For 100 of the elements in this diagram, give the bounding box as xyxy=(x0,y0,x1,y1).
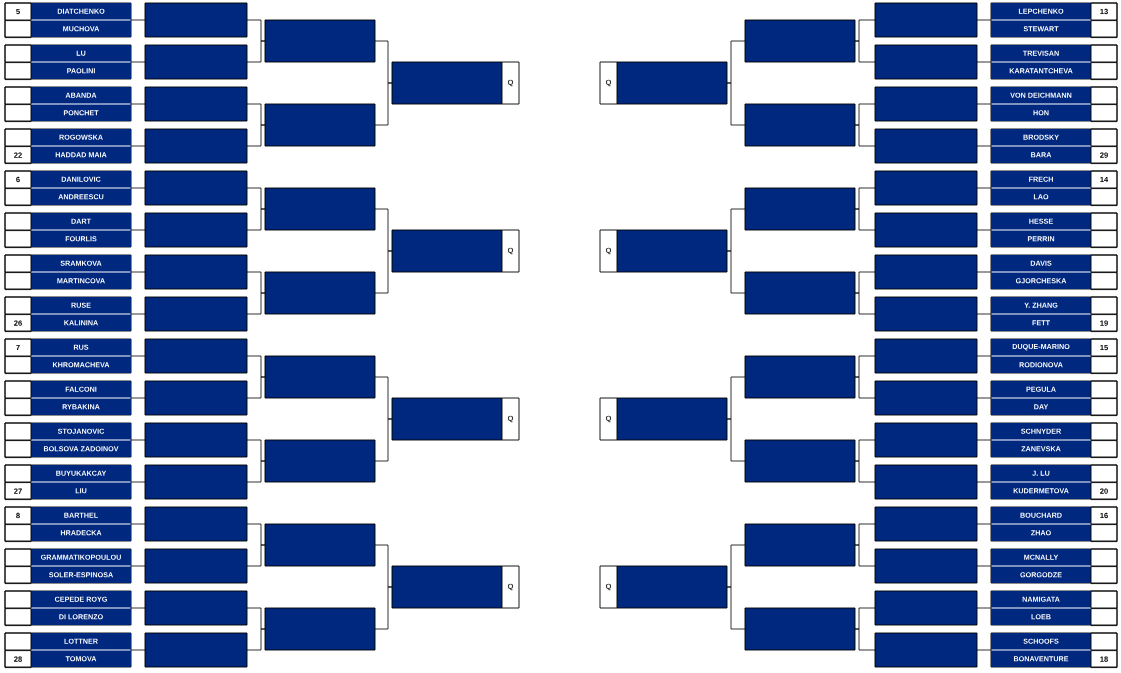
result-box xyxy=(744,271,856,315)
bracket-line xyxy=(246,460,266,483)
match-box xyxy=(4,338,132,374)
bracket-line xyxy=(976,229,992,231)
bracket-line xyxy=(976,187,992,189)
match-box xyxy=(990,170,1118,206)
bracket-line xyxy=(130,397,146,399)
match-box xyxy=(4,548,132,584)
result-box xyxy=(264,103,376,147)
result-box xyxy=(874,380,978,416)
result-box xyxy=(144,212,248,248)
result-box xyxy=(264,439,376,483)
result-box xyxy=(144,338,248,374)
match-box xyxy=(4,86,132,122)
result-box xyxy=(874,548,978,584)
result-box xyxy=(144,170,248,206)
match-box xyxy=(4,212,132,248)
result-box xyxy=(744,103,856,147)
bracket-line xyxy=(976,145,992,147)
bracket-line xyxy=(726,82,746,126)
bracket-line xyxy=(246,208,266,231)
match-box xyxy=(990,590,1118,626)
result-box xyxy=(874,296,978,332)
match-box xyxy=(4,128,132,164)
bracket-line xyxy=(976,439,992,441)
bracket-line xyxy=(976,19,992,21)
bracket-line xyxy=(976,565,992,567)
result-box xyxy=(144,128,248,164)
match-box xyxy=(990,44,1118,80)
result-box xyxy=(264,187,376,231)
match-box xyxy=(990,128,1118,164)
bracket-line xyxy=(130,439,146,441)
bracket-line xyxy=(130,355,146,357)
match-box xyxy=(4,296,132,332)
bracket-line xyxy=(854,208,876,231)
bracket-line xyxy=(374,418,393,462)
bracket-line xyxy=(976,271,992,273)
bracket-line xyxy=(130,19,146,21)
bracket-line xyxy=(854,628,876,651)
match-box xyxy=(4,422,132,458)
result-box xyxy=(264,271,376,315)
bracket-line xyxy=(854,376,876,399)
match-box xyxy=(4,44,132,80)
result-box xyxy=(144,380,248,416)
result-box xyxy=(144,464,248,500)
bracket-line xyxy=(374,82,393,126)
result-box xyxy=(874,422,978,458)
result-box xyxy=(744,187,856,231)
bracket-line xyxy=(976,607,992,609)
result-box xyxy=(874,632,978,668)
match-box xyxy=(4,380,132,416)
bracket-line xyxy=(976,523,992,525)
result-box xyxy=(144,2,248,38)
bracket-line xyxy=(726,250,746,294)
bracket-line xyxy=(130,313,146,315)
result-box xyxy=(744,19,856,63)
bracket-line xyxy=(130,607,146,609)
result-box xyxy=(874,44,978,80)
result-box xyxy=(874,128,978,164)
bracket-line xyxy=(976,103,992,105)
bracket-line xyxy=(854,40,876,63)
bracket-line xyxy=(130,271,146,273)
bracket-line xyxy=(130,523,146,525)
match-box xyxy=(990,86,1118,122)
result-box xyxy=(744,439,856,483)
match-box xyxy=(4,2,132,38)
result-box xyxy=(144,254,248,290)
bracket-line xyxy=(246,124,266,147)
match-box xyxy=(4,590,132,626)
match-box xyxy=(990,296,1118,332)
result-box xyxy=(874,170,978,206)
match-box xyxy=(990,380,1118,416)
result-box xyxy=(874,2,978,38)
result-box xyxy=(874,86,978,122)
result-box xyxy=(874,506,978,542)
match-box xyxy=(4,464,132,500)
match-box xyxy=(4,254,132,290)
result-box xyxy=(144,44,248,80)
bracket-line xyxy=(246,544,266,567)
bracket-line xyxy=(130,649,146,651)
match-box xyxy=(4,506,132,542)
match-box xyxy=(990,422,1118,458)
bracket-line xyxy=(130,187,146,189)
bracket-line xyxy=(130,229,146,231)
match-box xyxy=(990,464,1118,500)
result-box xyxy=(144,86,248,122)
result-box xyxy=(264,19,376,63)
match-box xyxy=(990,506,1118,542)
bracket-line xyxy=(130,103,146,105)
result-box xyxy=(144,632,248,668)
result-box xyxy=(144,506,248,542)
result-box xyxy=(144,590,248,626)
bracket-line xyxy=(374,250,393,294)
match-box xyxy=(990,212,1118,248)
bracket-line xyxy=(246,376,266,399)
result-box xyxy=(744,355,856,399)
match-box xyxy=(990,254,1118,290)
match-box xyxy=(4,170,132,206)
bracket-line xyxy=(854,292,876,315)
match-box xyxy=(990,548,1118,584)
